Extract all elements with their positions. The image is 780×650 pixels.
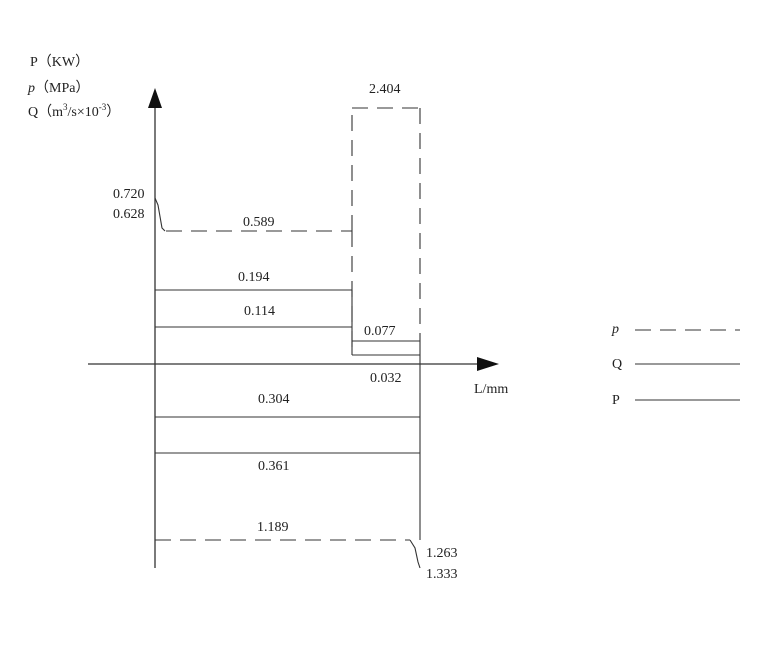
x-axis-arrow	[477, 357, 499, 371]
y-axis-arrow	[148, 88, 162, 108]
value-label-flow-return: 0.304	[258, 392, 290, 407]
y-label-flow-end: ）	[106, 104, 120, 120]
y-label-flow-sup1: 3	[63, 102, 68, 112]
value-label-flow-seg2: 0.077	[364, 324, 396, 339]
y-label-pressure-symbol: p	[27, 81, 35, 96]
y-label-pressure: p（MPa）	[27, 80, 89, 96]
pressure-start-curve	[154, 197, 166, 232]
y-label-flow: Q（m3/s×10-3）	[28, 102, 120, 120]
value-label-power-return: 0.361	[258, 459, 290, 474]
y-label-flow-sup2: -3	[99, 102, 107, 112]
pressure-end-curve	[409, 539, 421, 569]
y-label-pressure-unit: （MPa）	[35, 80, 89, 96]
value-label-flow-seg1: 0.194	[238, 270, 270, 285]
value-label-pressure-start-1: 0.720	[113, 187, 145, 202]
x-axis	[88, 357, 499, 371]
y-label-power: P（KW）	[30, 54, 89, 70]
legend-label-power: P	[612, 393, 620, 408]
y-label-flow-mid: /s×10	[68, 105, 99, 120]
y-label-flow-pre: Q（m	[28, 104, 63, 120]
legend-label-pressure: p	[611, 322, 619, 337]
value-label-power-seg2: 0.032	[370, 371, 402, 386]
value-label-pressure-end-1: 1.263	[426, 546, 458, 561]
flow-power-series	[155, 289, 420, 454]
value-label-pressure-return: 1.189	[257, 520, 289, 535]
x-label: L/mm	[474, 382, 508, 397]
legend-label-flow: Q	[612, 357, 622, 372]
value-label-pressure-end-2: 1.333	[426, 567, 458, 582]
value-label-pressure-seg2: 2.404	[369, 82, 401, 97]
pressure-series	[154, 107, 421, 569]
legend: p Q P	[611, 322, 740, 408]
y-axis	[148, 88, 162, 568]
value-label-pressure-start-2: 0.628	[113, 207, 145, 222]
value-label-pressure-seg1: 0.589	[243, 215, 275, 230]
value-label-power-seg1: 0.114	[244, 304, 275, 319]
